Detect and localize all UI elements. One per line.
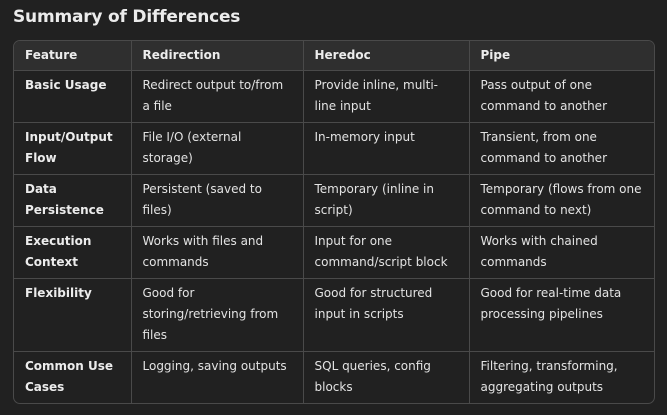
pipe-cell: Filtering, transforming, aggregating out… — [468, 351, 654, 403]
table-row: Input/Output Flow File I/O (external sto… — [14, 122, 654, 175]
redirection-cell: Good for storing/retrieving from files — [130, 278, 303, 352]
header-heredoc: Heredoc — [302, 41, 469, 71]
pipe-cell: Works with chained commands — [468, 226, 654, 279]
table-row: Common Use Cases Logging, saving outputs… — [14, 351, 654, 403]
table-row: Flexibility Good for storing/retrieving … — [14, 278, 654, 352]
header-pipe: Pipe — [468, 41, 654, 71]
table-row: Execution Context Works with files and c… — [14, 226, 654, 279]
section-title: Summary of Differences — [13, 7, 241, 27]
redirection-cell: Works with files and commands — [130, 226, 303, 279]
differences-table-container: Feature Redirection Heredoc Pipe Basic U… — [13, 40, 655, 404]
redirection-cell: Logging, saving outputs — [130, 351, 303, 403]
pipe-cell: Transient, from one command to another — [468, 122, 654, 175]
differences-table: Feature Redirection Heredoc Pipe Basic U… — [14, 41, 654, 403]
redirection-cell: File I/O (external storage) — [130, 122, 303, 175]
table-row: Data Persistence Persistent (saved to fi… — [14, 174, 654, 227]
redirection-cell: Persistent (saved to files) — [130, 174, 303, 227]
feature-cell: Data Persistence — [14, 174, 131, 227]
feature-cell: Execution Context — [14, 226, 131, 279]
heredoc-cell: Temporary (inline in script) — [302, 174, 469, 227]
table-body: Basic Usage Redirect output to/from a fi… — [14, 70, 654, 403]
table-row: Basic Usage Redirect output to/from a fi… — [14, 70, 654, 123]
heredoc-cell: Provide inline, multi-line input — [302, 70, 469, 123]
header-row: Feature Redirection Heredoc Pipe — [14, 41, 654, 71]
redirection-cell: Redirect output to/from a file — [130, 70, 303, 123]
header-redirection: Redirection — [130, 41, 303, 71]
feature-cell: Common Use Cases — [14, 351, 131, 403]
heredoc-cell: Input for one command/script block — [302, 226, 469, 279]
feature-cell: Basic Usage — [25, 78, 107, 92]
heredoc-cell: In-memory input — [302, 122, 469, 175]
feature-cell: Flexibility — [14, 278, 131, 352]
feature-cell: Input/Output Flow — [14, 122, 131, 175]
pipe-cell: Pass output of one command to another — [468, 70, 654, 123]
pipe-cell: Temporary (flows from one command to nex… — [468, 174, 654, 227]
heredoc-cell: Good for structured input in scripts — [302, 278, 469, 352]
table-header: Feature Redirection Heredoc Pipe — [14, 41, 654, 71]
pipe-cell: Good for real-time data processing pipel… — [468, 278, 654, 352]
heredoc-cell: SQL queries, config blocks — [302, 351, 469, 403]
header-feature: Feature — [14, 41, 131, 71]
